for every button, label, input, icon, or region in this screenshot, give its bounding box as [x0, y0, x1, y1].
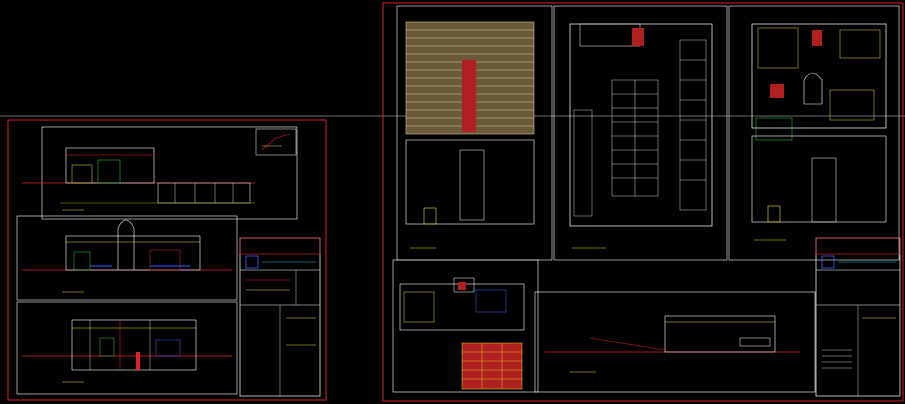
site-plan-drawing: [399, 277, 525, 390]
right-title-block[interactable]: [815, 237, 901, 397]
left-sheet[interactable]: [7, 119, 327, 401]
parking-plan-frame: [553, 5, 728, 261]
left-title-block[interactable]: [239, 237, 321, 397]
longitudinal-section-drawing: [545, 315, 800, 373]
left-section2-frame: [16, 301, 238, 395]
front-elevation-drawing: [22, 128, 297, 211]
right-sheet-border: [382, 2, 904, 402]
section-long-frame: [534, 291, 816, 393]
left-section-frame: [16, 215, 238, 301]
ground-plan-frame: [728, 5, 900, 261]
right-sheet[interactable]: [382, 2, 904, 402]
ground-floor-plan-drawing: [751, 23, 887, 241]
section-b-drawing: [22, 319, 232, 383]
left-sheet-border: [7, 119, 327, 401]
roof-plan-drawing: [405, 21, 535, 249]
site-plan-frame: [392, 259, 539, 393]
parking-plan-drawing: [569, 23, 713, 249]
section-a-drawing: [22, 219, 232, 293]
left-elevation-frame: [41, 126, 298, 220]
